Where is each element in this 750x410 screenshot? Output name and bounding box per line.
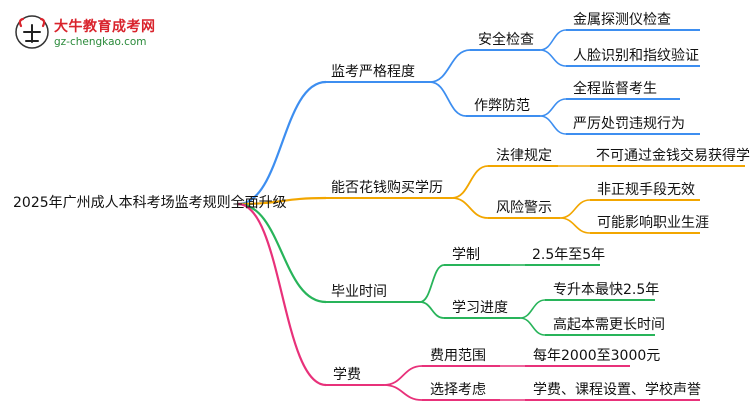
leaf-fastest-2-5: 专升本最快2.5年 <box>553 282 660 298</box>
leaf-illegal-invalid: 非正规手段无效 <box>597 182 695 198</box>
leaf-connector <box>519 317 546 336</box>
branch-exam-strictness: 监考严格程度 <box>331 64 415 80</box>
node-fee-range: 费用范围 <box>430 348 486 364</box>
bull-logo-icon <box>15 15 49 49</box>
child-connector <box>429 49 471 83</box>
branch-buy-degree: 能否花钱购买学历 <box>331 180 443 196</box>
node-security-check: 安全检查 <box>478 32 534 48</box>
leaf-connector <box>559 217 591 234</box>
branch-graduation-time: 毕业时间 <box>331 284 387 300</box>
leaf-face-fingerprint: 人脸识别和指纹验证 <box>573 48 699 64</box>
leaf-connector <box>559 199 591 219</box>
leaf-metal-detector: 金属探测仪检查 <box>573 12 671 28</box>
branch-tuition: 学费 <box>333 367 361 383</box>
branch-connector <box>237 196 327 206</box>
site-logo[interactable]: 大牛教育成考网 gz-chengkao.com <box>14 14 164 54</box>
child-connector <box>383 365 423 386</box>
leaf-strict-punishment: 严厉处罚违规行为 <box>573 116 685 132</box>
branch-connector <box>237 202 327 387</box>
branch-connector <box>237 80 327 206</box>
child-connector <box>451 165 489 199</box>
node-study-progress: 学习进度 <box>452 300 508 316</box>
leaf-connector <box>519 299 546 319</box>
leaf-career-impact: 可能影响职业生涯 <box>597 215 709 231</box>
child-connector <box>451 197 489 219</box>
leaf-years-range: 2.5年至5年 <box>532 247 606 263</box>
logo-title: 大牛教育成考网 <box>54 19 156 35</box>
root-node: 2025年广州成人本科考场监考规则全面升级 <box>13 195 287 211</box>
logo-url: gz-chengkao.com <box>54 36 147 48</box>
child-connector <box>419 264 445 303</box>
child-connector <box>419 301 445 319</box>
leaf-annual-fee: 每年2000至3000元 <box>533 348 661 364</box>
leaf-full-supervision: 全程监督考生 <box>573 81 657 97</box>
leaf-factors: 学费、课程设置、学校声誉 <box>533 382 701 398</box>
child-connector <box>383 384 423 401</box>
node-choice-factors: 选择考虑 <box>430 382 486 398</box>
node-study-duration: 学制 <box>452 247 480 263</box>
leaf-connector <box>539 49 567 67</box>
child-connector <box>429 81 467 117</box>
leaf-no-money-degree: 不可通过金钱交易获得学历 <box>596 148 750 164</box>
node-risk-warning: 风险警示 <box>496 200 552 216</box>
node-cheating-prevention: 作弊防范 <box>474 98 530 114</box>
leaf-connector <box>539 29 567 51</box>
node-legal-rules: 法律规定 <box>496 148 552 164</box>
leaf-connector <box>539 98 567 117</box>
leaf-connector <box>539 115 567 135</box>
leaf-longer-time: 高起本需更长时间 <box>553 317 665 333</box>
branch-connector <box>237 202 327 304</box>
